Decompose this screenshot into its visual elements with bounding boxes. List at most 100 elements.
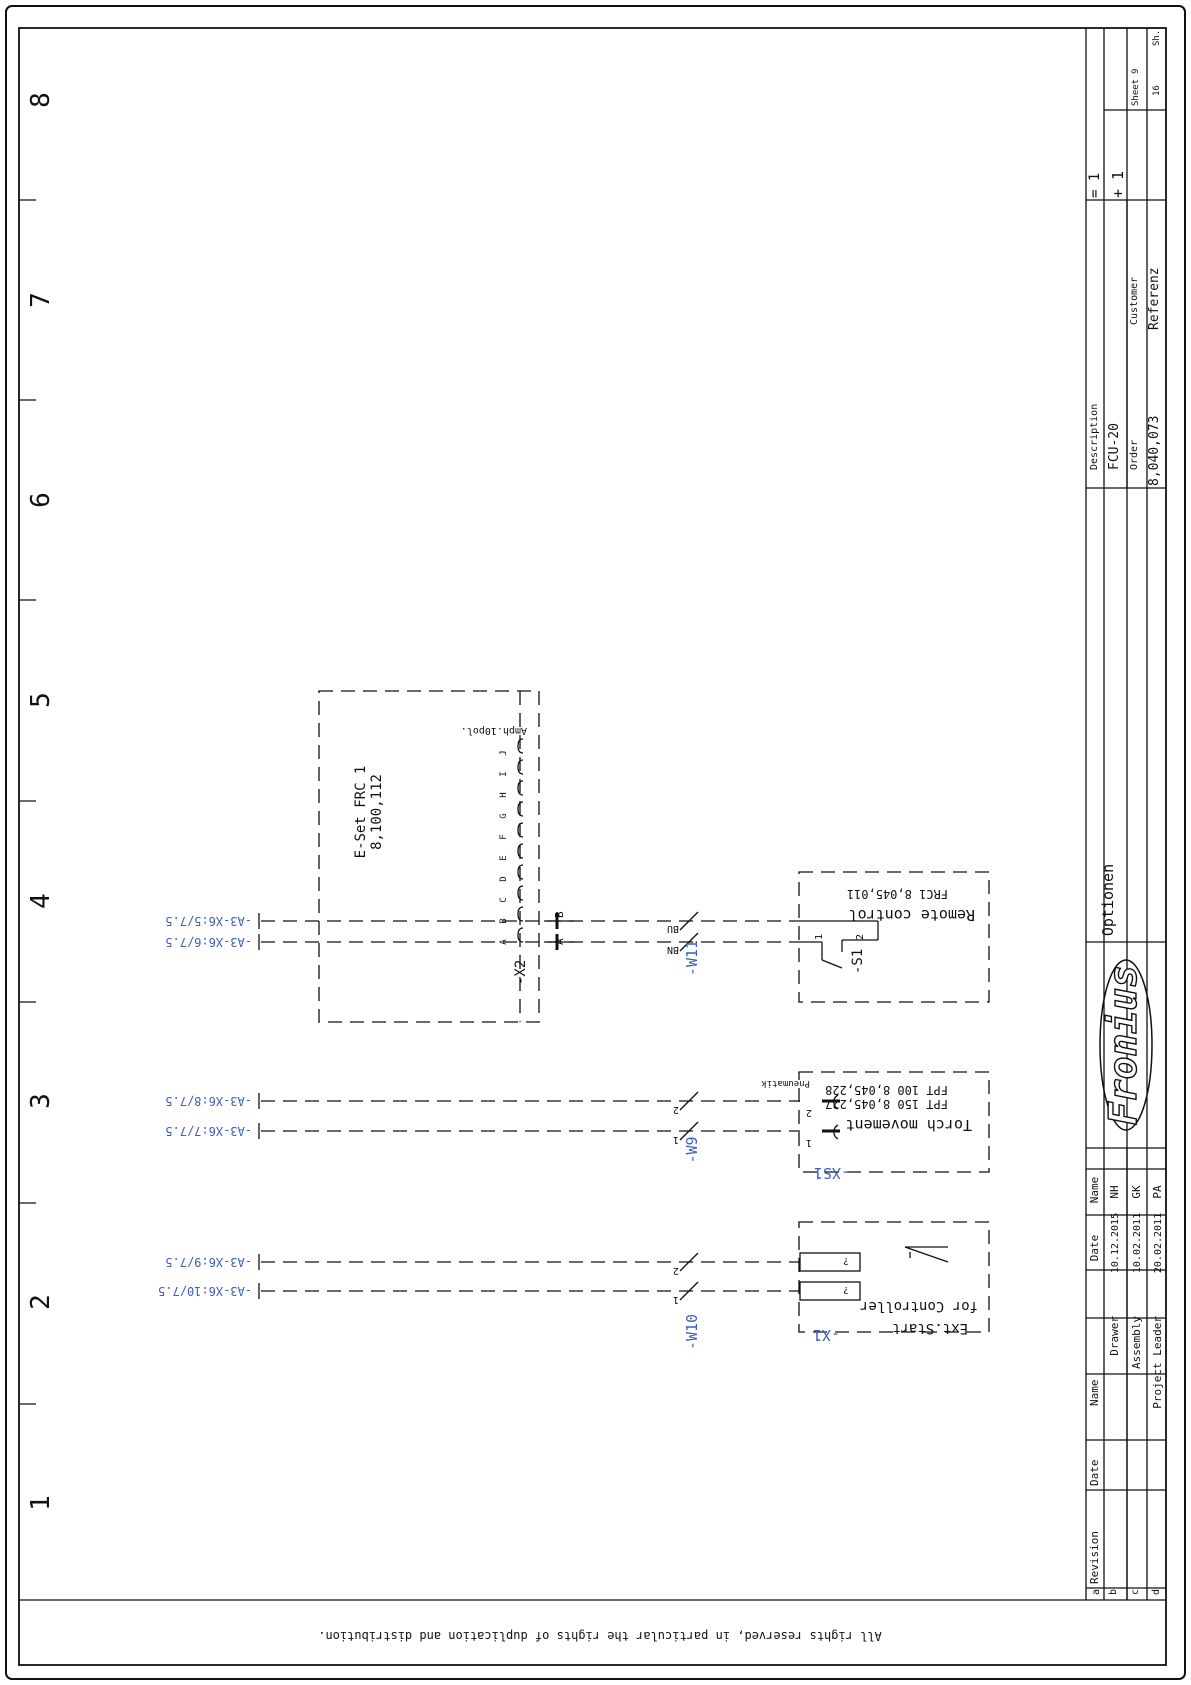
cross-ref: -A3-X6:8/7.5	[165, 1094, 252, 1108]
role-date: 10.12.2015	[1110, 1213, 1121, 1273]
sheet-label: Sheet	[1131, 79, 1141, 106]
wire-number: 2	[673, 1265, 679, 1276]
wire-number: 2	[673, 1104, 679, 1115]
pin-placeholder: ?	[843, 1255, 849, 1266]
role-name: NH	[1108, 1185, 1121, 1198]
column-numbers: 1 2 3 4 5 6 7 8	[26, 92, 56, 1511]
pin-label: C	[499, 897, 509, 902]
revision-row: a	[1091, 1589, 1102, 1595]
sheets-total: 16	[1152, 85, 1162, 96]
ext-start-title: Ext.Start	[892, 1320, 968, 1336]
cross-ref: -A3-X6:7/7.5	[165, 1124, 252, 1138]
connector-type: Amph.10pol.	[461, 725, 527, 736]
torch-part-2: FPT 100 8,045,228	[825, 1083, 948, 1097]
plus-value: + 1	[1109, 171, 1127, 198]
e-set-title: E-Set FRC 1	[353, 766, 369, 859]
torch-tag: -XS1	[814, 1164, 850, 1182]
pin-placeholder: ?	[843, 1284, 849, 1295]
connector-x2-pins	[517, 738, 524, 943]
wire-color-bu: BU	[667, 923, 679, 934]
torch-pin: 1	[806, 1137, 812, 1148]
cable-w11: -W11	[683, 940, 701, 976]
cross-ref: -A3-X6:6/7.5	[165, 935, 252, 949]
column-number: 4	[26, 893, 56, 909]
order-label: Order	[1129, 440, 1140, 470]
switch-tag: -S1	[850, 949, 866, 974]
ext-start-subtitle: for Controller	[860, 1298, 978, 1314]
wire-number: 1	[673, 1294, 679, 1305]
revision-row: d	[1151, 1589, 1162, 1595]
column-number: 3	[26, 1093, 56, 1109]
pin-label: A	[499, 939, 509, 945]
column-number: 5	[26, 692, 56, 708]
cable-ticks	[679, 911, 699, 1301]
torch-pin: 2	[806, 1107, 812, 1118]
footer-notice: All rights reserved, in particular the r…	[318, 1629, 882, 1643]
pin-label: B	[499, 918, 509, 923]
role-assembly: Assembly	[1130, 1316, 1143, 1369]
pin-label: D	[499, 876, 509, 881]
plug-b-label: B	[553, 911, 566, 918]
role-date: 10.02.2011	[1132, 1213, 1143, 1273]
column-number: 8	[26, 92, 56, 108]
column-number: 6	[26, 492, 56, 508]
torch-part-1: FPT 150 8,045,227	[825, 1097, 948, 1111]
cable-w10: -W10	[683, 1314, 701, 1350]
pin-label: G	[499, 813, 509, 818]
ext-start-box	[798, 1221, 990, 1333]
remote-part: FRC1 8,045,011	[847, 887, 948, 901]
approval-block: Drawer Assembly Project Leader Date Name…	[1088, 1177, 1164, 1409]
description-label: Description	[1089, 404, 1100, 470]
role-name: GK	[1130, 1185, 1143, 1199]
fronius-logo: Fronius	[1099, 959, 1153, 1131]
pin-label: J	[499, 750, 509, 755]
ext-start-tag: -X1	[813, 1326, 840, 1344]
role-date: 20.02.2011	[1153, 1213, 1164, 1273]
e-set-part: 8,100,112	[369, 774, 385, 850]
wire-number: 1	[673, 1134, 679, 1145]
connector-x2-tag: -X2	[513, 960, 529, 985]
wire-color-bn: BN	[667, 944, 679, 955]
equals-value: = 1	[1087, 173, 1103, 198]
remote-title: Remote control	[849, 906, 975, 924]
revision-name-header: Name	[1088, 1380, 1101, 1407]
order-block: Description FCU-20 Order 8,040,073 Custo…	[1087, 30, 1162, 486]
role-name: PA	[1151, 1185, 1164, 1199]
revision-rows: a b c d	[1091, 1589, 1162, 1595]
revision-row: c	[1130, 1589, 1141, 1595]
role-project-leader: Project Leader	[1151, 1316, 1164, 1409]
column-number: 2	[26, 1294, 56, 1310]
order-value: 8,040,073	[1147, 416, 1162, 486]
signal-wires	[258, 913, 800, 1299]
logo-text: Fronius	[1101, 965, 1145, 1125]
sheets-label: Sh.	[1152, 30, 1162, 46]
pneumatic-label: Pneumatik	[761, 1078, 810, 1088]
revision-date-header: Date	[1088, 1460, 1101, 1487]
connector-x2-pin-labels: A B C D E F G H I J	[499, 750, 509, 944]
plug-a-label: A	[553, 938, 566, 945]
description-value: FCU-20	[1107, 423, 1122, 470]
pin-label: I	[499, 771, 509, 776]
customer-value: Referenz	[1147, 267, 1162, 330]
drawing-title: Optionen	[1099, 864, 1117, 936]
zone-ticks	[19, 199, 36, 1405]
cross-references: -A3-X6:10/7.5 -A3-X6:9/7.5 -A3-X6:7/7.5 …	[158, 914, 252, 1298]
torch-box	[798, 1071, 990, 1173]
title-block	[1085, 28, 1166, 1600]
role-name-header: Name	[1088, 1177, 1101, 1204]
role-date-header: Date	[1088, 1235, 1101, 1262]
sheet-value: 9	[1131, 69, 1141, 74]
column-number: 1	[26, 1495, 56, 1511]
cross-ref: -A3-X6:5/7.5	[165, 914, 252, 928]
drawing-frame	[18, 27, 1167, 1666]
revision-header: Revision	[1088, 1531, 1101, 1584]
switch-pin: 1	[814, 934, 825, 940]
pin-label: E	[499, 855, 509, 860]
torch-title: Torch movement	[846, 1116, 972, 1134]
cable-w9: -W9	[683, 1136, 701, 1163]
pin-label: F	[499, 834, 509, 839]
cross-ref: -A3-X6:9/7.5	[165, 1255, 252, 1269]
cross-ref: -A3-X6:10/7.5	[158, 1284, 252, 1298]
pin-label: H	[499, 792, 509, 797]
